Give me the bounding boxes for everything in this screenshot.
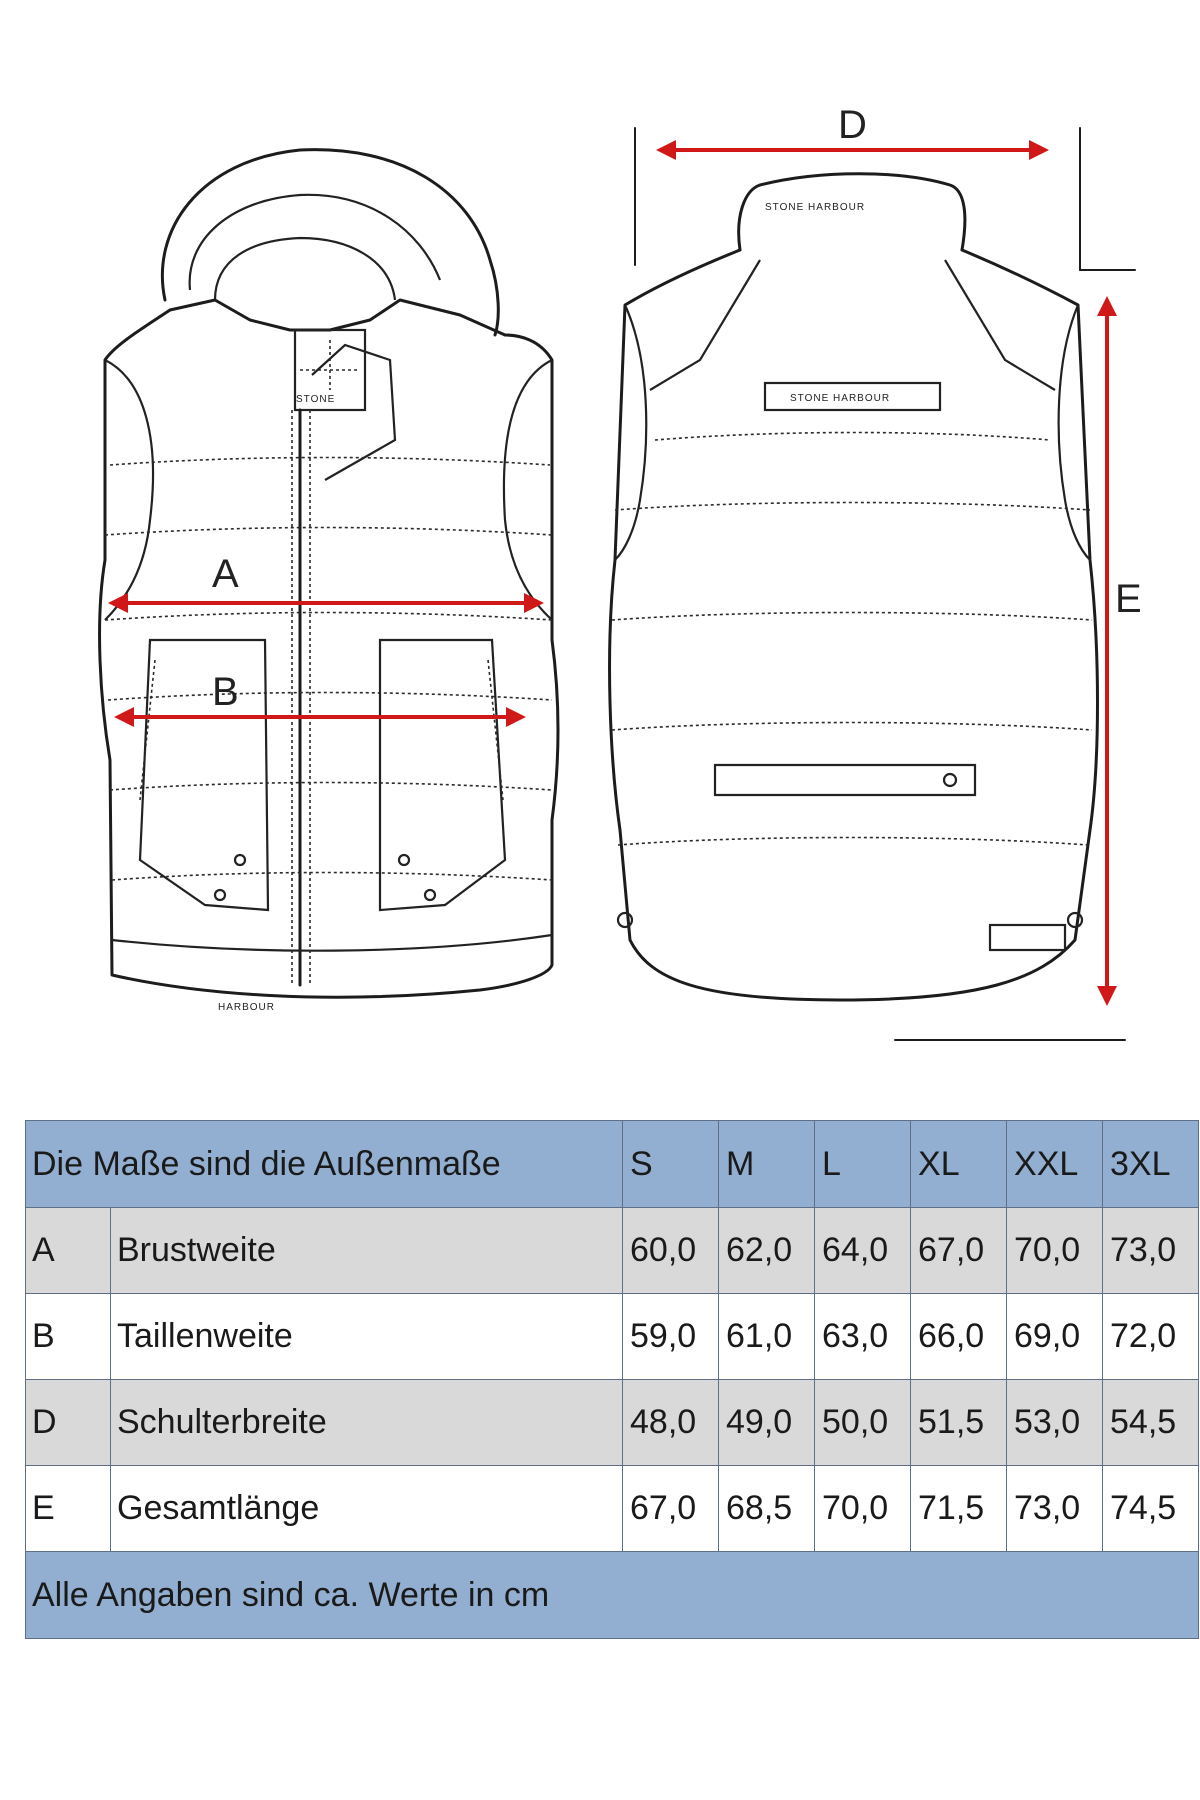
row-code: E (25, 1465, 111, 1552)
row-name: Schulterbreite (109, 1379, 624, 1466)
measurement-arrow-d: D (634, 103, 1136, 271)
cell-value: 61,0 (718, 1293, 816, 1380)
size-chart-table: Die Maße sind die Außenmaße S M L XL XXL… (24, 1120, 1200, 1639)
cell-value: 60,0 (622, 1207, 720, 1294)
table-row: D Schulterbreite 48,0 49,0 50,0 51,5 53,… (25, 1379, 1200, 1466)
size-header-xl: XL (910, 1120, 1008, 1208)
vest-measurement-diagram: STONE HARBOUR A B STONE (98, 103, 1142, 1041)
row-code: A (25, 1207, 111, 1294)
table-row: B Taillenweite 59,0 61,0 63,0 66,0 69,0 … (25, 1293, 1200, 1380)
table-row: E Gesamtlänge 67,0 68,5 70,0 71,5 73,0 7… (25, 1465, 1200, 1552)
vest-front-drawing: STONE HARBOUR (98, 148, 560, 1013)
cell-value: 67,0 (910, 1207, 1008, 1294)
cell-value: 69,0 (1006, 1293, 1104, 1380)
cell-value: 73,0 (1006, 1465, 1104, 1552)
cell-value: 70,0 (1006, 1207, 1104, 1294)
measurement-arrow-a: A (108, 552, 544, 613)
cell-value: 63,0 (814, 1293, 912, 1380)
cell-value: 51,5 (910, 1379, 1008, 1466)
label-a: A (212, 552, 239, 596)
cell-value: 72,0 (1102, 1293, 1200, 1380)
cell-value: 49,0 (718, 1379, 816, 1466)
cell-value: 50,0 (814, 1379, 912, 1466)
row-code: B (25, 1293, 111, 1380)
size-header-m: M (718, 1120, 816, 1208)
cell-value: 48,0 (622, 1379, 720, 1466)
table-header-row: Die Maße sind die Außenmaße S M L XL XXL… (24, 1120, 1200, 1208)
hem-brand-text: HARBOUR (218, 1002, 275, 1013)
label-d: D (838, 103, 867, 147)
size-header-s: S (622, 1120, 720, 1208)
cell-value: 68,5 (718, 1465, 816, 1552)
size-header-xxl: XXL (1006, 1120, 1104, 1208)
cell-value: 62,0 (718, 1207, 816, 1294)
table-row: A Brustweite 60,0 62,0 64,0 67,0 70,0 73… (25, 1207, 1200, 1294)
measurement-arrow-e: E (894, 296, 1142, 1041)
cell-value: 70,0 (814, 1465, 912, 1552)
table-footer-row: Alle Angaben sind ca. Werte in cm (24, 1551, 1200, 1639)
cell-value: 73,0 (1102, 1207, 1200, 1294)
size-header-3xl: 3XL (1102, 1120, 1200, 1208)
row-name: Brustweite (109, 1207, 624, 1294)
cell-value: 66,0 (910, 1293, 1008, 1380)
table-footer-text: Alle Angaben sind ca. Werte in cm (24, 1551, 1200, 1639)
label-b: B (212, 670, 239, 714)
vest-back-drawing: STONE HARBOUR STONE HARBOUR (608, 172, 1099, 1002)
cell-value: 74,5 (1102, 1465, 1200, 1552)
cell-value: 59,0 (622, 1293, 720, 1380)
cell-value: 64,0 (814, 1207, 912, 1294)
back-badge-text: STONE HARBOUR (790, 393, 890, 404)
label-e: E (1115, 577, 1142, 621)
cell-value: 53,0 (1006, 1379, 1104, 1466)
size-header-l: L (814, 1120, 912, 1208)
cell-value: 71,5 (910, 1465, 1008, 1552)
cell-value: 67,0 (622, 1465, 720, 1552)
cell-value: 54,5 (1102, 1379, 1200, 1466)
row-name: Taillenweite (109, 1293, 624, 1380)
measurement-arrow-b: B (114, 670, 526, 727)
svg-text:STONE: STONE (296, 394, 335, 405)
table-header-text: Die Maße sind die Außenmaße (24, 1120, 624, 1208)
row-name: Gesamtlänge (109, 1465, 624, 1552)
row-code: D (25, 1379, 111, 1466)
collar-brand-text: STONE HARBOUR (765, 202, 865, 213)
